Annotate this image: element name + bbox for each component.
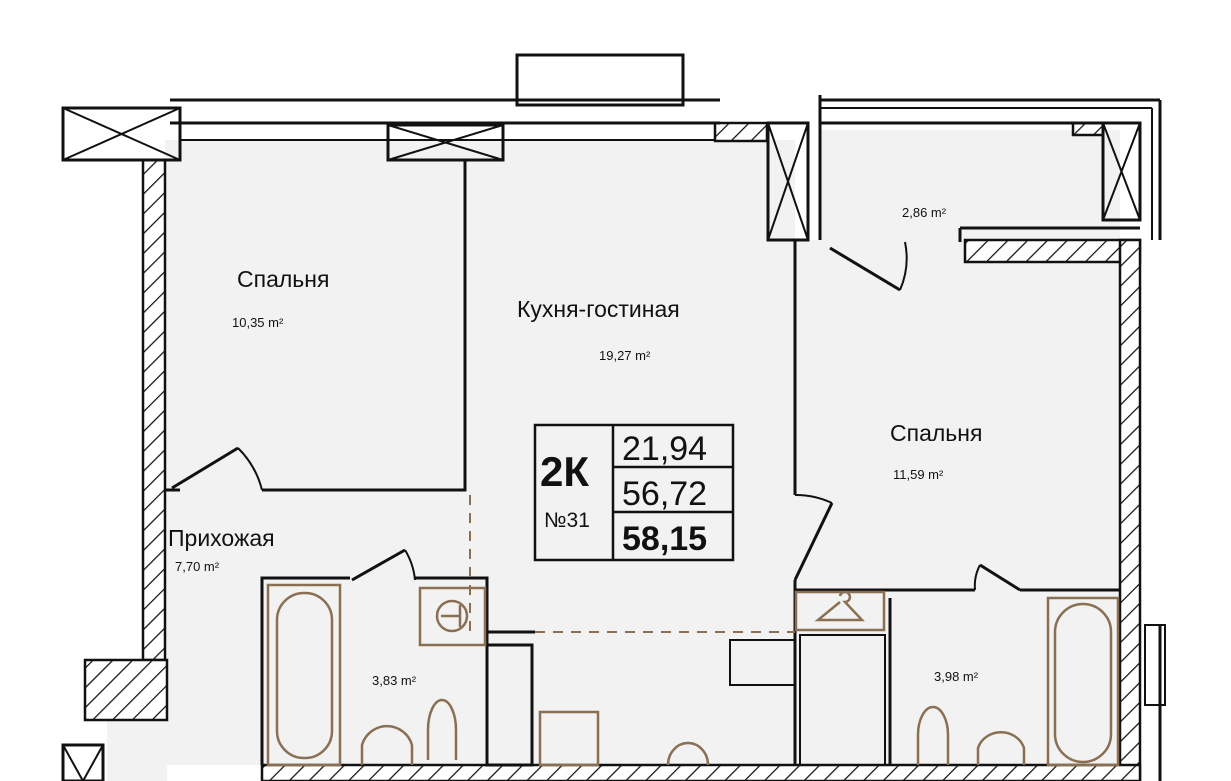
bathtub-icon [275, 591, 334, 760]
fixtures [266, 583, 1120, 767]
room-area-bathroom-2: 3,98 m² [934, 669, 979, 684]
room-area-balcony: 2,86 m² [902, 205, 947, 220]
room-labels: Спальня 10,35 m² Кухня-гостиная 19,27 m²… [168, 205, 982, 688]
room-area-bathroom-1: 3,83 m² [372, 673, 417, 688]
room-name-bedroom-1: Спальня [237, 266, 329, 292]
partitions [165, 160, 1120, 767]
sink-icon [360, 724, 414, 765]
sink-icon [976, 731, 1026, 765]
apartment-info-box: 2К №31 21,94 56,72 58,15 [533, 423, 735, 562]
room-name-kitchen-living: Кухня-гостиная [517, 296, 680, 322]
room-name-hallway: Прихожая [168, 525, 275, 551]
room-area-bedroom-2: 11,59 m² [893, 467, 944, 482]
doors [171, 241, 1021, 592]
windows [61, 53, 1166, 781]
toilet-icon [426, 698, 458, 760]
hanger-icon [814, 590, 865, 622]
living-area: 21,94 [622, 430, 707, 468]
apartment-number: №31 [544, 509, 590, 532]
walls [83, 95, 1162, 781]
boiler-icon [435, 599, 469, 633]
room-name-bedroom-2: Спальня [890, 420, 982, 446]
kitchen-sink-icon [666, 741, 710, 766]
toilet-icon [916, 705, 950, 765]
bathtub-icon [1053, 602, 1113, 764]
total-area: 56,72 [622, 475, 707, 513]
room-area-bedroom-1: 10,35 m² [232, 315, 284, 330]
stove-icon [538, 710, 600, 767]
room-area-kitchen-living: 19,27 m² [599, 348, 651, 363]
total-area-with-balcony: 58,15 [622, 520, 707, 558]
room-area-hallway: 7,70 m² [175, 559, 220, 574]
apartment-type: 2К [540, 448, 589, 495]
